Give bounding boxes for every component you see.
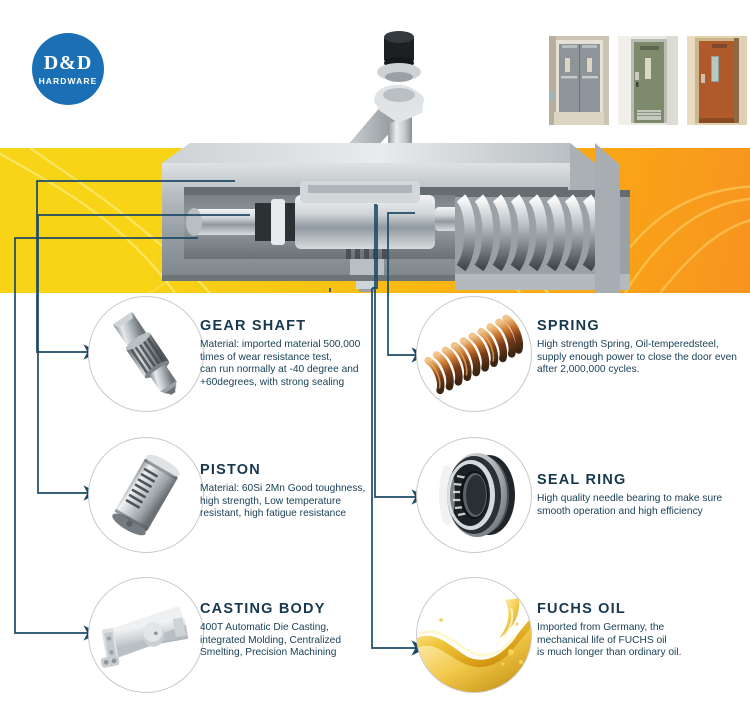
spring-image	[416, 296, 532, 412]
brand-name: D&D	[43, 51, 93, 74]
seal-ring-text: SEAL RING High quality needle bearing to…	[537, 472, 747, 518]
spring-title: SPRING	[537, 318, 600, 334]
brand-logo: D&D HARDWARE	[32, 33, 104, 105]
seal-ring-line-1: High quality needle bearing to make sure	[537, 493, 723, 504]
gear-shaft-image	[88, 296, 204, 412]
closer-body-right-end	[595, 143, 620, 293]
piston-text: PISTON Material: 60Si 2Mn Good toughness…	[200, 462, 385, 521]
gear-shaft-line-3: can run normally at -40 degree and	[200, 364, 359, 376]
gear-shaft-title: GEAR SHAFT	[200, 318, 307, 334]
casting-body-line-1: 400T Automatic Die Casting,	[200, 622, 329, 633]
piston-title: PISTON	[200, 462, 261, 478]
fuchs-oil-line-3: is much longer than ordinary oil.	[537, 647, 682, 659]
door-photo-wood	[687, 36, 747, 125]
brand-subtitle: HARDWARE	[38, 75, 98, 86]
spring-line-3: after 2,000,000 cycles.	[537, 364, 640, 376]
casting-body-line-3: Smelting, Precision Machining	[200, 647, 337, 659]
door-photo-gray-double	[549, 36, 609, 125]
casting-body-line-2: integrated Molding, Centralized	[200, 634, 342, 646]
fuchs-oil-line-1: Imported from Germany, the	[537, 622, 665, 633]
seal-ring-image	[416, 437, 532, 553]
gear-shaft-line-2: times of wear resistance test,	[200, 351, 332, 363]
piston-image	[88, 437, 204, 553]
gear-shaft-line-4: +60degrees, with strong sealing	[200, 376, 345, 388]
door-photo-green-single	[618, 36, 678, 125]
piston-line-2: high strength, Low temperature	[200, 495, 342, 507]
spring-line-2: supply enough power to close the door ev…	[537, 351, 737, 363]
gear-shaft-line-1: Material: imported material 500,000	[200, 339, 361, 350]
fuchs-oil-image	[416, 577, 532, 693]
fuchs-oil-text: FUCHS OIL Imported from Germany, the mec…	[537, 601, 747, 660]
casting-body-image	[88, 577, 204, 693]
spring-text: SPRING High strength Spring, Oil-tempere…	[537, 318, 747, 377]
door-photo-strip	[549, 36, 747, 125]
piston-line-3: resistant, high fatigue resistance	[200, 508, 347, 520]
spring-line-1: High strength Spring, Oil-temperedsteel,	[537, 339, 719, 350]
fuchs-oil-title: FUCHS OIL	[537, 601, 626, 617]
piston-line-1: Material: 60Si 2Mn Good toughness,	[200, 483, 366, 494]
casting-body-title: CASTING BODY	[200, 601, 326, 617]
seal-ring-line-2: smooth operation and high efficiency	[537, 505, 703, 517]
casting-body-text: CASTING BODY 400T Automatic Die Casting,…	[200, 601, 385, 660]
seal-ring-title: SEAL RING	[537, 472, 627, 488]
fuchs-oil-line-2: mechanical life of FUCHS oil	[537, 634, 667, 646]
gear-shaft-text: GEAR SHAFT Material: imported material 5…	[200, 318, 385, 389]
